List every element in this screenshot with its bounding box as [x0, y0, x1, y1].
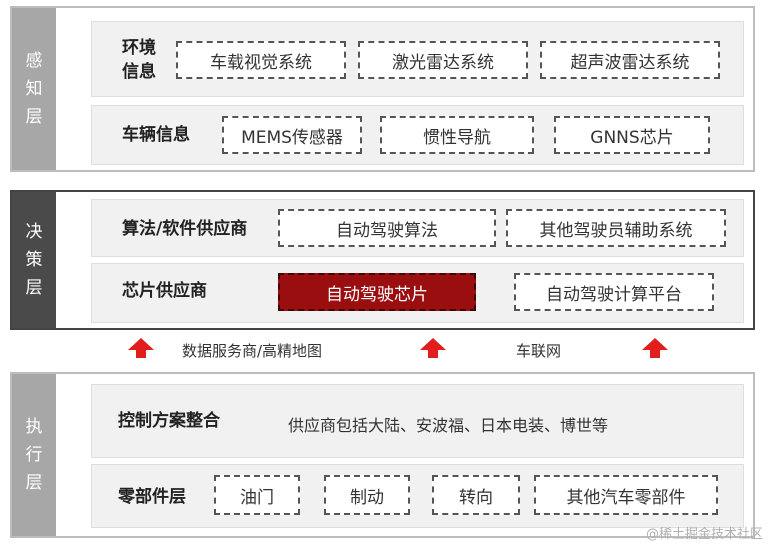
- control-integration-row: 控制方案整合 供应商包括大陆、安波福、日本电装、博世等: [91, 384, 744, 458]
- watermark: @稀土掘金技术社区: [645, 527, 763, 542]
- parts-layer-row: 零部件层 油门 制动 转向 其他汽车零部件: [91, 464, 744, 528]
- vehicle-info-row: 车辆信息 MEMS传感器 惯性导航 GNNS芯片: [91, 105, 744, 165]
- ultrasonic-radar-box: 超声波雷达系统: [540, 41, 720, 79]
- supplier-list-text: 供应商包括大陆、安波福、日本电装、博世等: [288, 416, 609, 435]
- execution-layer-label: 执 行 层: [12, 374, 56, 536]
- inertial-nav-box: 惯性导航: [380, 116, 534, 154]
- computing-platform-box: 自动驾驶计算平台: [514, 273, 714, 311]
- up-arrow-icon: [128, 338, 154, 358]
- parts-layer-title: 零部件层: [118, 487, 186, 507]
- steering-box: 转向: [432, 475, 520, 515]
- connected-vehicle-text: 车联网: [516, 342, 562, 360]
- algo-supplier-row: 算法/软件供应商 自动驾驶算法 其他驾驶员辅助系统: [91, 199, 744, 257]
- execution-layer: 执 行 层 控制方案整合 供应商包括大陆、安波福、日本电装、博世等 零部件层 油…: [10, 372, 755, 538]
- mems-sensor-box: MEMS传感器: [222, 116, 362, 154]
- gnns-chip-box: GNNS芯片: [554, 116, 710, 154]
- perception-layer-label: 感 知 层: [12, 8, 56, 170]
- vehicle-info-title: 车辆信息: [122, 125, 190, 145]
- perception-layer: 感 知 层 环境 信息 车载视觉系统 激光雷达系统 超声波雷达系统 车辆信息 M…: [10, 6, 755, 172]
- chip-supplier-row: 芯片供应商 自动驾驶芯片 自动驾驶计算平台: [91, 263, 744, 323]
- decision-layer-label: 决 策 层: [12, 192, 56, 328]
- control-integration-title: 控制方案整合: [118, 411, 220, 431]
- autopilot-chip-box: 自动驾驶芯片: [278, 273, 476, 311]
- data-service-hdmap-text: 数据服务商/高精地图: [182, 342, 323, 360]
- chip-supplier-title: 芯片供应商: [122, 281, 207, 301]
- algo-supplier-title: 算法/软件供应商: [122, 219, 248, 239]
- lidar-system-box: 激光雷达系统: [358, 41, 528, 79]
- adas-system-box: 其他驾驶员辅助系统: [506, 209, 726, 247]
- brake-box: 制动: [324, 475, 410, 515]
- autopilot-algorithm-box: 自动驾驶算法: [278, 209, 496, 247]
- env-info-title: 环境 信息: [122, 38, 156, 82]
- throttle-box: 油门: [214, 475, 300, 515]
- env-info-row: 环境 信息 车载视觉系统 激光雷达系统 超声波雷达系统: [91, 21, 744, 97]
- up-arrow-icon: [420, 338, 446, 358]
- decision-layer: 决 策 层 算法/软件供应商 自动驾驶算法 其他驾驶员辅助系统 芯片供应商 自动…: [10, 190, 755, 330]
- vision-system-box: 车载视觉系统: [176, 41, 346, 79]
- other-parts-box: 其他汽车零部件: [534, 475, 718, 515]
- up-arrow-icon: [642, 338, 668, 358]
